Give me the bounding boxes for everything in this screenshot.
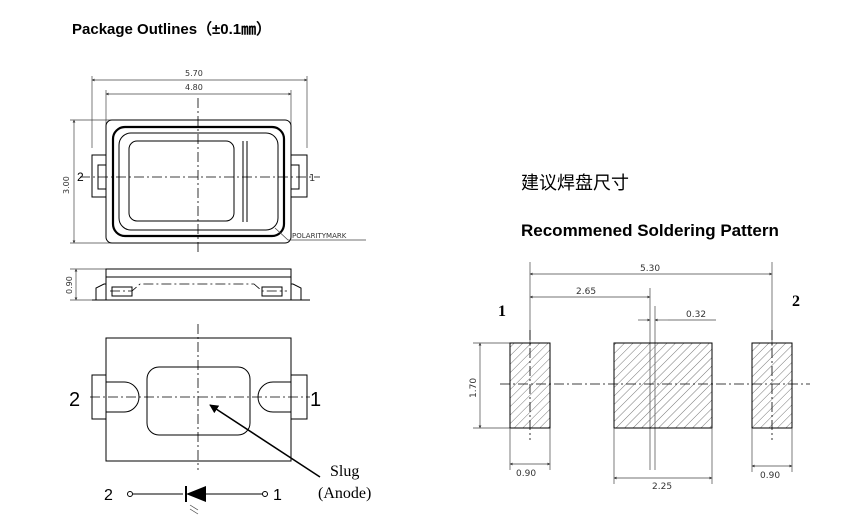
bottom-body xyxy=(105,337,292,462)
dim-total: 5.30 xyxy=(640,264,660,274)
polarity-mark-label: POLARITYMARK xyxy=(292,232,347,240)
package-body xyxy=(105,119,292,244)
pad-pin-right: 2 xyxy=(792,293,800,310)
package-inner-rim xyxy=(118,132,279,231)
symbol-pin-right: 1 xyxy=(273,487,282,504)
slug-pad xyxy=(146,366,251,436)
soldering-title-zh: 建议焊盘尺寸 xyxy=(521,173,629,194)
pad-pin-left: 1 xyxy=(498,303,506,320)
top-pin-left: 2 xyxy=(77,170,84,184)
lens-window xyxy=(128,140,235,222)
lead-left-top xyxy=(91,154,107,198)
package-outlines-title: Package Outlines（±0.1㎜） xyxy=(72,20,271,38)
dim-gap: 0.32 xyxy=(686,310,706,320)
bottom-pin-left: 2 xyxy=(69,389,80,411)
soldering-title-en: Recommened Soldering Pattern xyxy=(521,221,779,240)
top-pin-right: 1 xyxy=(309,173,315,184)
dim-width-inner: 4.80 xyxy=(185,83,203,92)
anode-label: (Anode) xyxy=(318,485,371,502)
package-rim xyxy=(111,125,286,238)
dim-height-side: 0.90 xyxy=(65,276,74,294)
bottom-pin-right: 1 xyxy=(310,389,321,411)
dim-width-outer: 5.70 xyxy=(185,69,203,78)
dim-pad-right: 0.90 xyxy=(760,471,780,481)
dim-half: 2.65 xyxy=(576,287,596,297)
side-body xyxy=(105,268,292,301)
pad-center xyxy=(613,342,713,429)
diode-symbol: 2 1 xyxy=(104,486,282,515)
slug-label: Slug xyxy=(330,463,359,480)
soldering-pattern: 5.30 2.65 0.32 1 2 1.70 0.90 2.25 xyxy=(469,262,810,492)
top-view: 5.70 4.80 3.00 2 1 POLARITYMARK xyxy=(62,69,366,252)
dim-height-top: 3.00 xyxy=(62,176,71,194)
side-view: 0.90 xyxy=(65,268,310,301)
dim-pad-center: 2.25 xyxy=(652,482,672,492)
dim-pad-small: 0.90 xyxy=(516,469,536,479)
polarity-leader xyxy=(274,227,366,241)
slug-arrow xyxy=(209,404,321,478)
bottom-view: 2 1 Slug (Anode) xyxy=(69,324,371,502)
symbol-pin-left: 2 xyxy=(104,487,113,504)
dim-pad-height: 1.70 xyxy=(469,378,479,398)
